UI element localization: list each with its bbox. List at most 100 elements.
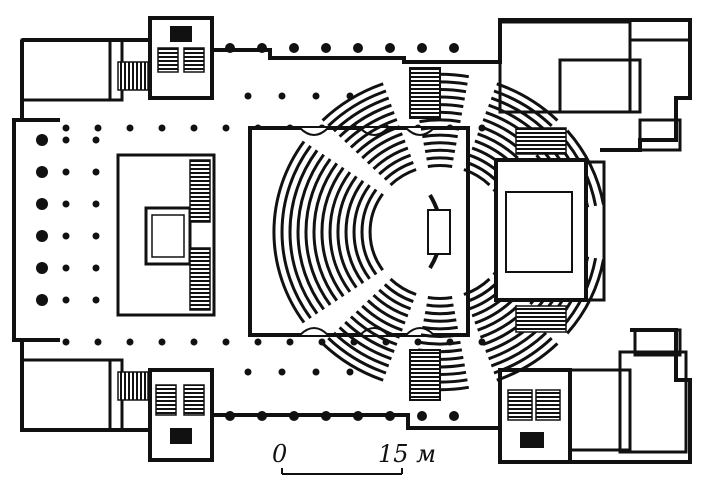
column	[257, 43, 267, 53]
seat-row	[360, 188, 378, 276]
column	[346, 368, 354, 376]
seat-row	[389, 168, 417, 187]
column	[321, 43, 331, 53]
foyer-block	[116, 153, 216, 317]
seat-row	[368, 193, 384, 271]
seat-row	[344, 110, 395, 144]
seat-row	[463, 277, 491, 296]
column	[36, 262, 48, 274]
column	[449, 411, 459, 421]
column	[417, 411, 427, 421]
column	[289, 411, 299, 421]
stage-house	[494, 127, 606, 333]
column	[417, 43, 427, 53]
column	[92, 136, 100, 144]
column	[449, 43, 459, 53]
seat-row	[378, 153, 412, 176]
column	[126, 124, 134, 132]
seat-row	[496, 82, 559, 122]
column	[225, 411, 235, 421]
column	[244, 92, 252, 100]
seat-row	[372, 146, 409, 170]
seat-row	[320, 166, 345, 298]
seat-row	[327, 337, 387, 375]
column	[62, 168, 70, 176]
column	[353, 411, 363, 421]
seat-row	[490, 331, 548, 368]
seat-row	[383, 283, 414, 304]
scale-bar: 0 15 м	[272, 440, 436, 475]
seat-row	[419, 118, 461, 124]
column	[62, 136, 70, 144]
column	[94, 124, 102, 132]
column	[62, 232, 70, 240]
seat-row	[383, 160, 414, 181]
seat-row	[420, 126, 460, 131]
seat-row	[427, 163, 453, 168]
seat-row	[332, 331, 390, 368]
column	[312, 368, 320, 376]
seat-row	[566, 129, 605, 205]
seat-row	[422, 133, 458, 139]
seat-row	[493, 337, 553, 375]
column	[353, 43, 363, 53]
seat-row	[496, 342, 559, 382]
column	[92, 200, 100, 208]
seat-row	[332, 96, 390, 133]
column	[92, 232, 100, 240]
column	[36, 166, 48, 178]
column	[94, 338, 102, 346]
seat-row	[336, 175, 358, 289]
column	[62, 264, 70, 272]
seat-row	[378, 288, 412, 311]
seat-row	[338, 326, 392, 361]
column	[36, 134, 48, 146]
column	[385, 411, 395, 421]
seat-row	[389, 277, 417, 296]
column	[222, 124, 230, 132]
seat-row	[423, 141, 457, 146]
seat-row	[477, 132, 519, 160]
seat-row	[366, 299, 406, 325]
column	[62, 296, 70, 304]
column	[36, 198, 48, 210]
column	[225, 43, 235, 53]
seat-row	[493, 89, 553, 127]
seat-row	[423, 318, 457, 323]
seat-row	[296, 153, 325, 311]
seat-row	[355, 310, 401, 339]
corner-tower-nw	[148, 16, 214, 100]
seat-row	[288, 149, 319, 315]
seat-row	[344, 320, 395, 354]
column	[158, 338, 166, 346]
column	[278, 92, 286, 100]
seat-row	[426, 156, 454, 161]
seat-row	[321, 342, 384, 382]
scale-end-label: 15 м	[378, 440, 436, 468]
column	[254, 338, 262, 346]
seat-row	[304, 158, 332, 306]
column	[278, 368, 286, 376]
column	[92, 296, 100, 304]
seat-row	[361, 132, 403, 160]
column	[62, 124, 70, 132]
column	[286, 338, 294, 346]
seat-row	[474, 299, 514, 325]
column	[385, 43, 395, 53]
seat-row	[280, 145, 312, 319]
west-wing-rooms	[20, 38, 149, 432]
seat-row	[463, 168, 491, 187]
corner-tower-sw	[148, 368, 214, 462]
east-wing-rooms	[498, 20, 690, 454]
side-stairs	[409, 67, 441, 401]
seat-row	[422, 325, 458, 331]
seat-row	[355, 125, 401, 154]
seat-row	[349, 118, 398, 149]
column	[92, 264, 100, 272]
seat-row	[344, 179, 365, 285]
column	[244, 368, 252, 376]
column	[126, 338, 134, 346]
column	[62, 338, 70, 346]
column	[312, 92, 320, 100]
